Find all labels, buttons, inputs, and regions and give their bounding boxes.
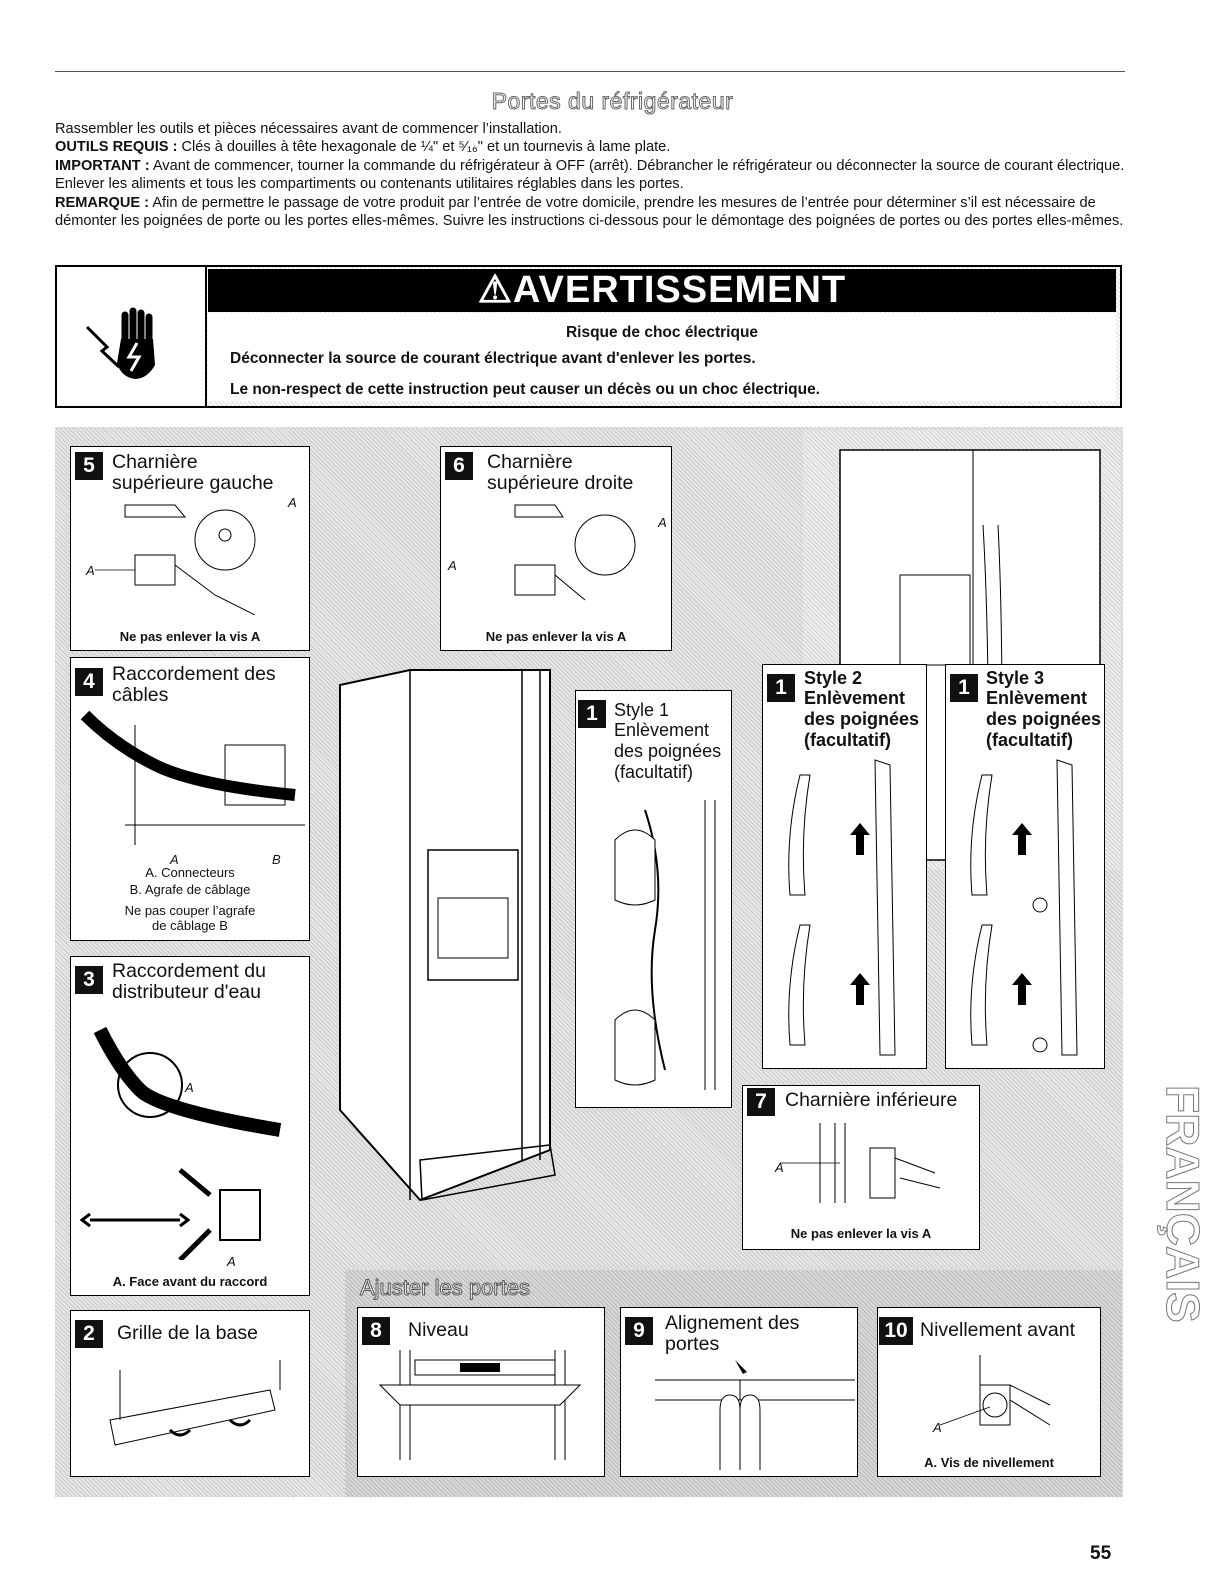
intro-line1: Rassembler les outils et pièces nécessai… [55, 121, 562, 137]
panel-5-number: 5 [75, 452, 103, 480]
panel-10-number: 10 [879, 1317, 913, 1345]
panel-5-hinge-drawing [95, 504, 256, 615]
panel-4-label-a: A [170, 852, 179, 867]
panel-2-number: 2 [75, 1320, 103, 1348]
panel-1a-handle-drawing [614, 800, 716, 1090]
side-language-text: FRANÇAIS [1157, 1085, 1209, 1323]
panel-4-title-b: câbles [112, 684, 169, 706]
side-language-label: FRANÇAIS [1157, 1085, 1210, 1324]
panel-4-caption-4: de câblage B [152, 918, 228, 933]
panel-2-title: Grille de la base [117, 1322, 258, 1344]
warning-line1: Risque de choc électrique [565, 324, 759, 341]
intro-important: IMPORTANT : Avant de commencer, tourner … [55, 157, 1125, 194]
warning-body [208, 313, 1116, 401]
panel-4-title-a: Raccordement des [112, 663, 276, 685]
panel-5-hinge-left [70, 446, 310, 651]
panel-6-title-b: supérieure droite [487, 472, 634, 494]
remarque-text: Afin de permettre le passage de votre pr… [55, 194, 1124, 230]
top-rule [55, 71, 1125, 72]
panel-10-caption: A. Vis de nivellement [924, 1455, 1054, 1470]
panel-9-number: 9 [625, 1317, 653, 1345]
panel-1a-title-a: Style 1 [614, 700, 670, 720]
panel-1c-title-a: Style 3 [986, 668, 1045, 688]
panel-10-title: Nivellement avant [920, 1319, 1075, 1341]
panel-9-title-b: portes [665, 1333, 720, 1355]
important-text: Avant de commencer, tourner la commande … [55, 157, 1125, 193]
warning-heading: ⚠AVERTISSEMENT [208, 269, 1116, 312]
panel-5-label-a: A [86, 563, 95, 578]
page-number: 55 [1090, 1543, 1112, 1564]
panel-7-label-a: A [775, 1160, 784, 1175]
panel-3-label-a: A [185, 1080, 194, 1095]
panel-9-title-a: Alignement des [665, 1312, 800, 1334]
intro-remarque: REMARQUE : Afin de permettre le passage … [55, 194, 1125, 231]
panel-7-caption: Ne pas enlever la vis A [790, 1226, 932, 1241]
panel-7-title: Charnière inférieure [785, 1089, 958, 1111]
outils-text: Clés à douilles à tête hexagonale de ¼" … [181, 139, 671, 156]
panel-10-leveling-drawing [939, 1355, 1051, 1426]
panel-8-level-drawing [378, 1350, 582, 1460]
panel-7-hinge-drawing [780, 1123, 941, 1203]
panel-7-number: 7 [747, 1088, 775, 1116]
panel-6-title-a: Charnière [487, 451, 573, 473]
panel-4-cable-drawing [80, 710, 305, 845]
panel-1a-title-b: Enlèvement [614, 720, 710, 740]
panel-3-number: 3 [75, 966, 103, 994]
electric-shock-hand-icon [85, 307, 155, 379]
panel-5-label-a2: A [288, 495, 297, 510]
panel-2-grille-drawing [109, 1360, 281, 1446]
panel-1c-title-d: (facultatif) [986, 730, 1073, 750]
intro-outils: OUTILS REQUIS : Clés à douilles à tête h… [55, 138, 1125, 156]
panel-1c-title-b: Enlèvement [986, 688, 1088, 708]
panel-5-caption: Ne pas enlever la vis A [119, 629, 261, 644]
panel-1a-title-c: des poignées [614, 741, 722, 761]
panel-6-number: 6 [445, 452, 473, 480]
panel-5-title-b: supérieure gauche [112, 472, 274, 494]
warning-icon-cell [57, 267, 207, 406]
panel-1b-title-d: (facultatif) [804, 730, 891, 750]
panel-3-dispenser-drawing [80, 1026, 282, 1260]
panel-1b-title-c: des poignées [804, 709, 920, 729]
warning-line2: Déconnecter la source de courant électri… [230, 350, 756, 367]
panel-4-number: 4 [75, 668, 103, 696]
panel-6-label-a: A [448, 558, 457, 573]
refrigerator-illustration [339, 669, 556, 1202]
panel-4-caption-3: Ne pas couper l’agrafe [124, 903, 256, 918]
important-label: IMPORTANT : [55, 157, 150, 174]
intro-text: Rassembler les outils et pièces nécessai… [55, 120, 1125, 230]
panel-8-title: Niveau [408, 1319, 469, 1341]
panel-8-number: 8 [362, 1317, 390, 1345]
panel-1c-handle-drawing [970, 759, 1078, 1056]
panel-1a-number: 1 [578, 700, 606, 728]
panel-6-label-a2: A [658, 515, 667, 530]
panel-1b-title-b: Enlèvement [804, 688, 906, 708]
panel-1b-title-a: Style 2 [804, 668, 863, 688]
panel-3-title-b: distributeur d'eau [112, 981, 261, 1003]
outils-label: OUTILS REQUIS : [55, 139, 178, 156]
warning-line3: Le non-respect de cette instruction peut… [230, 381, 820, 398]
panel-5-title-a: Charnière [112, 451, 198, 473]
panel-4-cable-connection [70, 657, 310, 941]
panel-7-hinge-bottom [742, 1085, 980, 1250]
panel-1c-title-c: des poignées [986, 709, 1102, 729]
panel-1c-number: 1 [950, 674, 978, 702]
panel-4-caption-2: B. Agrafe de câblage [129, 882, 251, 897]
panel-3-caption: A. Face avant du raccord [112, 1274, 268, 1289]
panel-3-label-a2: A [227, 1254, 236, 1269]
panel-4-label-b: B [272, 852, 281, 867]
panel-1b-number: 1 [767, 674, 795, 702]
remarque-label: REMARQUE : [55, 194, 150, 211]
panel-9-alignment-drawing [655, 1360, 855, 1470]
panel-1a-title-d: (facultatif) [614, 762, 694, 782]
adjust-doors-title: Ajuster les portes [360, 1275, 531, 1301]
panel-1b-handle-drawing [788, 759, 896, 1056]
panel-6-hinge-drawing [514, 504, 636, 601]
page-title: Portes du réfrigérateur [491, 88, 734, 115]
panel-6-caption: Ne pas enlever la vis A [485, 629, 627, 644]
panel-3-title-a: Raccordement du [112, 960, 266, 982]
panel-10-label-a: A [933, 1420, 942, 1435]
panel-4-caption-1: A. Connecteurs [145, 865, 235, 880]
